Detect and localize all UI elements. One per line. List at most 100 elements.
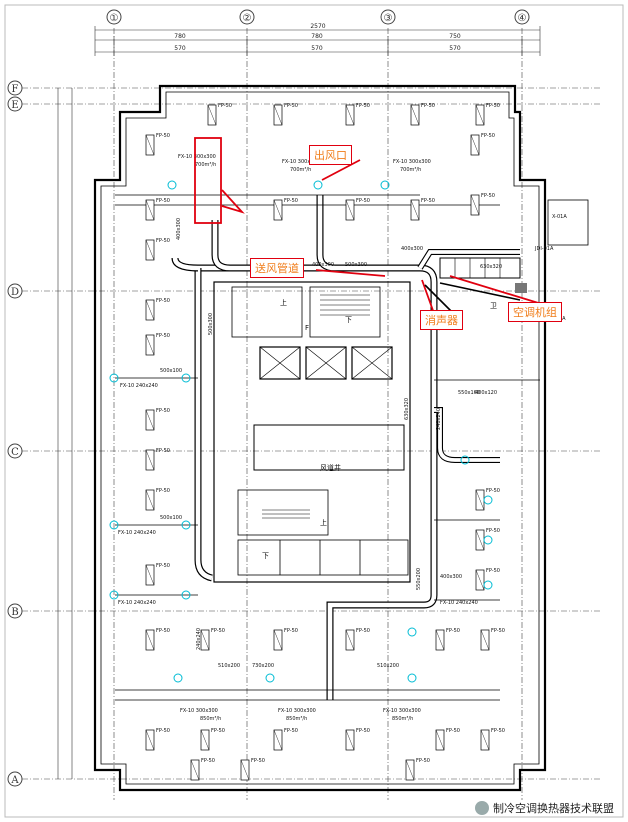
interior-wall-line	[100, 91, 540, 785]
grid-label-f: F	[12, 84, 19, 95]
diffuser-cross	[273, 629, 283, 651]
diffuser-cross	[145, 239, 155, 261]
label-fr-b: FX-10 300x300	[282, 159, 320, 165]
diffuser-cross	[273, 729, 283, 751]
diffuser-cross	[145, 489, 155, 511]
diffuser-tag: FP-50	[446, 728, 460, 734]
diffuser-cross	[345, 104, 355, 126]
diffuser-cross	[207, 104, 217, 126]
diffuser-cross	[475, 569, 485, 591]
diffuser-tag: FP-50	[156, 628, 170, 634]
diffuser-cross	[345, 729, 355, 751]
diffuser-cross	[200, 629, 210, 651]
label-duct-f: 500x100	[160, 368, 182, 374]
diffuser-cross	[200, 729, 210, 751]
stair-a-right	[309, 286, 381, 338]
diffuser-tag: FP-50	[356, 198, 370, 204]
grid-column-bubbles: ① ② ③ ④	[106, 9, 530, 25]
stair-b	[237, 489, 329, 536]
diffuser-cross	[273, 104, 283, 126]
exterior-wall	[93, 84, 547, 792]
stair-a	[231, 286, 303, 338]
label-fr-g: FX-10 300x300	[278, 708, 316, 714]
stair-a-treads	[320, 294, 370, 316]
diffuser-tag: FP-50	[156, 298, 170, 304]
stair-b-treads	[262, 509, 310, 519]
room-label-toilet: 卫	[490, 302, 497, 310]
diffuser-tag: FP-50	[356, 728, 370, 734]
label-duct-i: 510x200	[377, 663, 399, 669]
diffuser-tag: FP-50	[211, 728, 225, 734]
dim-total: 2570	[310, 23, 325, 30]
diffuser-tag: FP-50	[481, 193, 495, 199]
diffuser-tag: FP-50	[156, 448, 170, 454]
diffuser-cross	[145, 629, 155, 651]
diffuser-cross	[410, 104, 420, 126]
diffuser-tag: FP-50	[218, 103, 232, 109]
diffuser-tag: FP-50	[491, 628, 505, 634]
label-flow-b-2: 700m³/h	[400, 167, 421, 173]
diffuser-cross	[190, 759, 200, 781]
watermark: 制冷空调换热器技术联盟	[475, 800, 614, 816]
watermark-text: 制冷空调换热器技术联盟	[493, 802, 614, 815]
diffuser-tag: FP-50	[284, 728, 298, 734]
diffuser-tag: FP-50	[284, 628, 298, 634]
label-fr-e: FX-10 240x240	[118, 600, 156, 606]
label-flow-d: 850m³/h	[286, 716, 307, 722]
grid-label-3: ③	[384, 13, 393, 24]
callout-silencer: 消声器	[420, 310, 463, 330]
label-fr-c: FX-10 240x240	[120, 383, 158, 389]
top-dimensions	[94, 26, 541, 56]
diffuser-tag: FP-50	[251, 758, 265, 764]
grid-row-bubbles: F E D C B A	[7, 80, 23, 787]
diffuser-tag: FP-50	[156, 408, 170, 414]
label-fr-b-2: FX-10 300x300	[393, 159, 431, 165]
diffuser-cross	[145, 334, 155, 356]
diffuser-cross	[480, 629, 490, 651]
diffuser-markers	[109, 180, 493, 683]
label-duct-b-v: 500x300	[208, 313, 214, 335]
diffuser-tag: FP-50	[491, 728, 505, 734]
diffuser-cross	[410, 199, 420, 221]
callout-outlet: 出风口	[309, 145, 352, 165]
diffuser-cross	[145, 134, 155, 156]
label-duct-c-v: 400x300	[176, 218, 182, 240]
dim-top-2: 780	[311, 33, 323, 40]
grid-label-2: ②	[243, 13, 252, 24]
diffuser-cross	[145, 409, 155, 431]
diffuser-tag: FP-50	[156, 198, 170, 204]
supply-duct-loop	[171, 195, 520, 700]
label-duct-c-2: 400x300	[440, 574, 462, 580]
grid-label-1: ①	[110, 13, 119, 24]
grid-label-d: D	[11, 287, 19, 298]
diffuser-tag: FP-50	[156, 728, 170, 734]
diffuser-tag: FP-50	[156, 333, 170, 339]
toilet-block	[237, 539, 409, 576]
label-fr-d: FX-10 240x240	[118, 530, 156, 536]
diffuser-cross	[145, 449, 155, 471]
ahu-unit	[439, 199, 589, 293]
diffuser-cross	[475, 489, 485, 511]
diffuser-cross	[145, 299, 155, 321]
core-wall	[213, 281, 411, 583]
diffuser-tag: FP-50	[421, 198, 435, 204]
diffuser-cross	[470, 194, 480, 216]
diffuser-tag: FP-50	[211, 628, 225, 634]
label-fr-g-2: FX-10 300x300	[383, 708, 421, 714]
room-label-shaft: 风道井	[320, 463, 341, 472]
room-label-f: F	[305, 324, 309, 332]
label-duct-main: 400x300	[312, 262, 334, 268]
label-duct-g: 510x200	[218, 663, 240, 669]
grid-column-lines	[113, 28, 523, 800]
diffuser-tag: FP-50	[156, 238, 170, 244]
diffuser-cross	[470, 134, 480, 156]
label-duct-f-2: 500x100	[160, 515, 182, 521]
diffuser-cross	[405, 759, 415, 781]
diffuser-tag: FP-50	[356, 103, 370, 109]
ahu-tag-2: JDI-01A	[534, 246, 554, 252]
diffuser-tag: FP-50	[156, 563, 170, 569]
diffuser-tag: FP-50	[156, 133, 170, 139]
room-label-down-b: 下	[262, 552, 269, 560]
label-duct-k: 550x160	[458, 390, 480, 396]
